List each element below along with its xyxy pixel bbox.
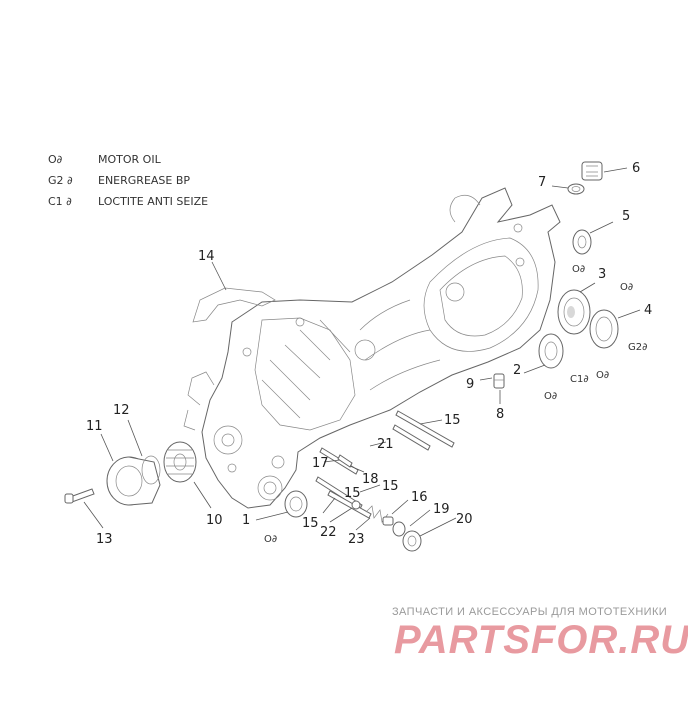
bearing-large — [557, 289, 591, 335]
washer — [392, 521, 406, 537]
oil-mark-4: O∂ — [596, 370, 609, 381]
oil-seal — [589, 309, 619, 349]
bushing — [572, 229, 592, 255]
callout-13: 13 — [96, 532, 113, 547]
callout-18: 18 — [362, 472, 379, 487]
pin — [382, 516, 394, 526]
callout-11: 11 — [86, 419, 103, 434]
callout-20: 20 — [456, 512, 473, 527]
callout-3: 3 — [598, 267, 606, 282]
callout-19: 19 — [433, 502, 450, 517]
callout-2: 2 — [513, 363, 521, 378]
oil-mark-3: O∂ — [620, 282, 633, 293]
leader-lines — [83, 167, 641, 537]
legend-text: ENERGREASE BP — [98, 174, 191, 187]
callout-15c: 15 — [382, 479, 399, 494]
lubrication-marks: O∂ O∂ O∂ G2∂ C1∂ O∂ O∂ — [264, 264, 647, 545]
callout-4: 4 — [644, 303, 652, 318]
callout-12: 12 — [113, 403, 130, 418]
watermark-logo: PARTSFOR.RU — [394, 618, 688, 661]
grease-mark-4: G2∂ — [628, 342, 647, 353]
legend-code: C1 ∂ — [48, 195, 72, 208]
callout-5: 5 — [622, 209, 630, 224]
legend-code: O∂ — [48, 153, 63, 166]
callout-numbers: 1 2 3 4 5 6 7 8 9 10 11 12 13 14 15 15 1… — [86, 161, 652, 547]
legend-text: LOCTITE ANTI SEIZE — [98, 195, 209, 208]
callout-14: 14 — [198, 249, 215, 264]
cap-plug — [581, 161, 603, 181]
drain-plug — [402, 530, 422, 552]
callout-15d: 15 — [344, 486, 361, 501]
callout-15b: 15 — [302, 516, 319, 531]
callout-10: 10 — [206, 513, 223, 528]
o-ring-cover — [141, 455, 161, 485]
legend-code: G2 ∂ — [48, 174, 73, 187]
oil-filter — [163, 441, 197, 483]
screw — [64, 488, 95, 504]
callout-17: 17 — [312, 456, 329, 471]
callout-21: 21 — [377, 437, 394, 452]
callout-1: 1 — [242, 513, 250, 528]
oil-mark-1: O∂ — [264, 534, 277, 545]
callout-15a: 15 — [444, 413, 461, 428]
oil-mark-5: O∂ — [572, 264, 585, 275]
legend-text: MOTOR OIL — [98, 153, 161, 166]
callout-9: 9 — [466, 377, 474, 392]
callout-7: 7 — [538, 175, 546, 190]
oil-mark-2: O∂ — [544, 391, 557, 402]
callout-6: 6 — [632, 161, 640, 176]
o-ring — [567, 183, 585, 195]
watermark-logo-text: PARTSFOR.RU — [394, 618, 688, 661]
callout-8: 8 — [496, 407, 504, 422]
watermark-tagline: ЗАПЧАСТИ И АКСЕССУАРЫ ДЛЯ МОТОТЕХНИКИ — [392, 606, 668, 618]
callout-23: 23 — [348, 532, 365, 547]
bolts — [315, 410, 455, 519]
ball — [351, 500, 361, 510]
breather-fitting — [493, 373, 505, 389]
callout-16: 16 — [411, 490, 428, 505]
crank-seal — [284, 490, 308, 518]
gasket — [192, 287, 276, 323]
crankcase-half — [183, 187, 561, 509]
bearing-small — [538, 333, 564, 369]
loctite-mark-2: C1∂ — [570, 374, 589, 385]
callout-22: 22 — [320, 525, 337, 540]
filter-cover — [106, 456, 161, 506]
